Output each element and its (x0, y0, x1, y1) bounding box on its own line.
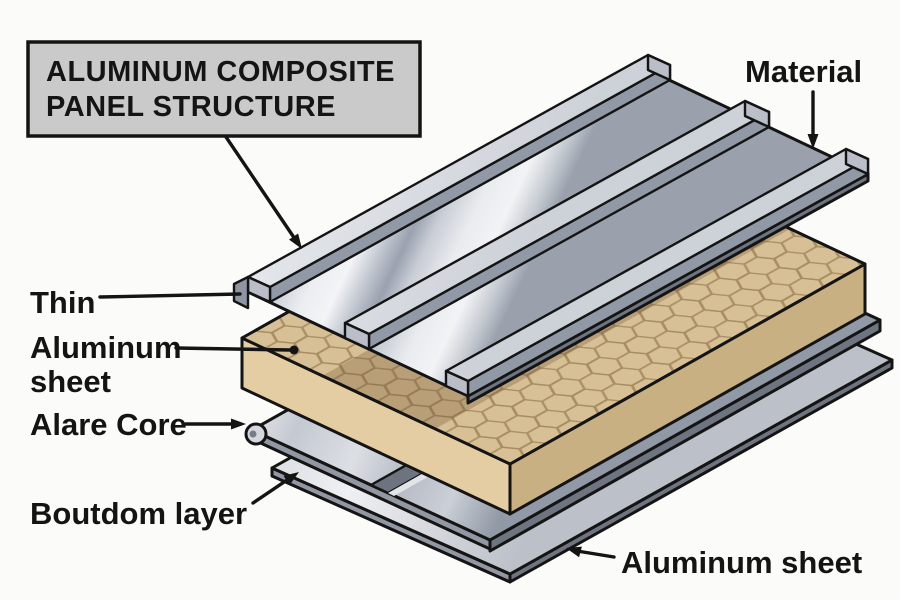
aluminum-sheet-bottom-arrowhead (566, 546, 582, 558)
material-arrowhead (807, 134, 819, 149)
title-box-frame (26, 40, 422, 138)
thin-leader-line (98, 292, 242, 299)
alare-core-arrowhead (231, 418, 246, 430)
label-aluminum-sheet-left-line1: Aluminum (30, 330, 182, 365)
title-arrowhead (289, 233, 302, 249)
title-box: ALUMINUM COMPOSITE PANEL STRUCTURE (26, 40, 422, 138)
labels: Material Thin Aluminum sheet Alare Core … (30, 54, 862, 580)
top-sheet-edge-hook (232, 275, 250, 310)
top-sheet-far-rib (246, 53, 672, 304)
title-line-1: ALUMINUM COMPOSITE (46, 56, 395, 88)
label-material: Material (745, 54, 862, 89)
title-line-2: PANEL STRUCTURE (46, 91, 336, 123)
layer-top-corrugated-sheet (232, 53, 870, 405)
top-sheet-near-rib (444, 147, 870, 398)
label-aluminum-sheet-bottom: Aluminum sheet (621, 545, 862, 580)
label-boutdom-layer: Boutdom layer (30, 496, 247, 531)
boutdom-layer-arrowhead (283, 472, 299, 485)
profiled-sheet-rolled-edge-notch (249, 430, 257, 438)
label-alare-core: Alare Core (30, 407, 187, 442)
top-sheet-middle-rib (343, 99, 771, 351)
label-thin: Thin (30, 285, 95, 320)
aluminum-sheet-left-leader-dot (289, 345, 299, 355)
label-aluminum-sheet-left-line2: sheet (30, 364, 111, 399)
boutdom-layer-leader-line (251, 476, 292, 505)
aluminum-sheet-bottom-leader-line (575, 549, 616, 559)
aluminum-sheet-left-leader-line (174, 346, 292, 352)
leaders (98, 90, 819, 559)
title-leader-line (224, 135, 299, 244)
